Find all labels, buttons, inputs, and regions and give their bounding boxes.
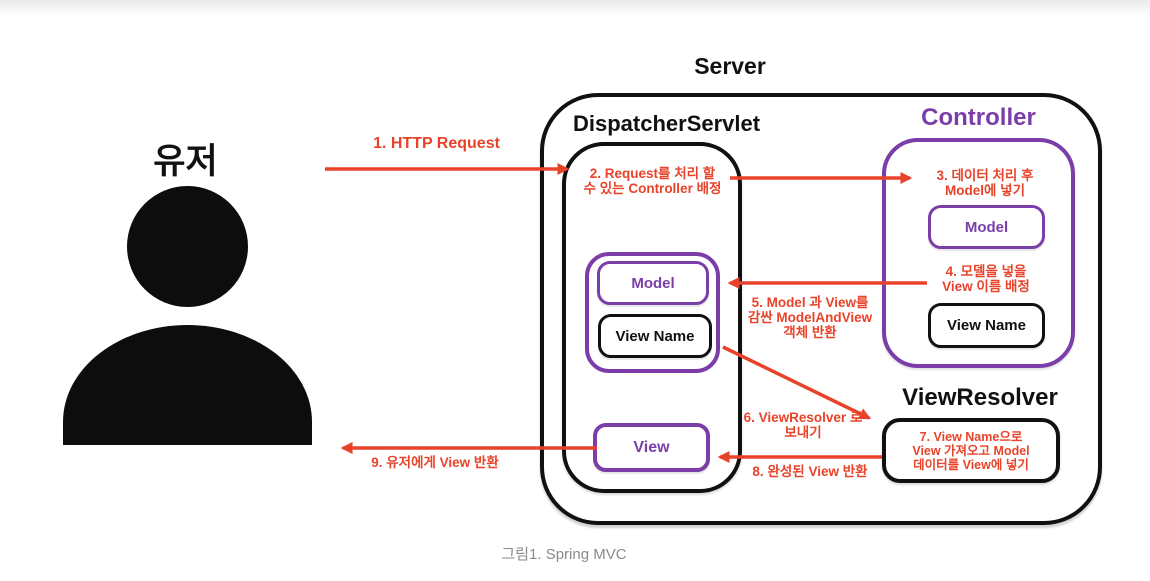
dispatcher-view-name-label: View Name [615, 327, 695, 345]
user-icon-body [63, 325, 312, 445]
view-resolver-title: ViewResolver [902, 384, 1058, 411]
step-1-label: 1. HTTP Request [373, 135, 500, 152]
step-6-label: 6. ViewResolver 로 보내기 [743, 410, 863, 440]
controller-model-box: Model [928, 205, 1045, 249]
controller-view-name-box: View Name [928, 303, 1045, 348]
step-2-label: 2. Request를 처리 할 수 있는 Controller 배정 [583, 166, 722, 196]
step-7-label: 7. View Name으로 View 가져오고 Model 데이터를 View… [912, 429, 1030, 472]
step-3-label: 3. 데이터 처리 후 Model에 넣기 [936, 168, 1034, 198]
model-and-view-box [585, 252, 720, 373]
step-8-label: 8. 완성된 View 반환 [752, 464, 868, 479]
dispatcher-model-box: Model [597, 261, 709, 305]
dispatcher-view-name-box: View Name [598, 314, 712, 358]
dispatcher-view-label: View [633, 438, 670, 456]
dispatcher-servlet-box [562, 142, 742, 493]
step-4-label: 4. 모델을 넣을 View 이름 배정 [942, 264, 1030, 294]
controller-title: Controller [921, 104, 1036, 131]
step-5-label: 5. Model 과 View를 감싼 ModelAndView 객체 반환 [747, 295, 873, 340]
dispatcher-view-box: View [593, 423, 710, 472]
controller-model-label: Model [964, 218, 1009, 236]
server-box [540, 93, 1102, 525]
view-resolver-box: 7. View Name으로 View 가져오고 Model 데이터를 View… [882, 418, 1060, 483]
controller-view-name-label: View Name [947, 317, 1026, 334]
figure-caption: 그림1. Spring MVC [501, 546, 627, 563]
dispatcher-servlet-title: DispatcherServlet [573, 111, 761, 136]
step-9-label: 9. 유저에게 View 반환 [371, 455, 499, 470]
server-title: Server [694, 53, 766, 79]
dispatcher-model-label: Model [631, 274, 675, 292]
user-label: 유저 [153, 142, 218, 181]
page-top-fade [0, 0, 1150, 16]
user-icon [127, 186, 248, 307]
controller-box [882, 138, 1075, 368]
